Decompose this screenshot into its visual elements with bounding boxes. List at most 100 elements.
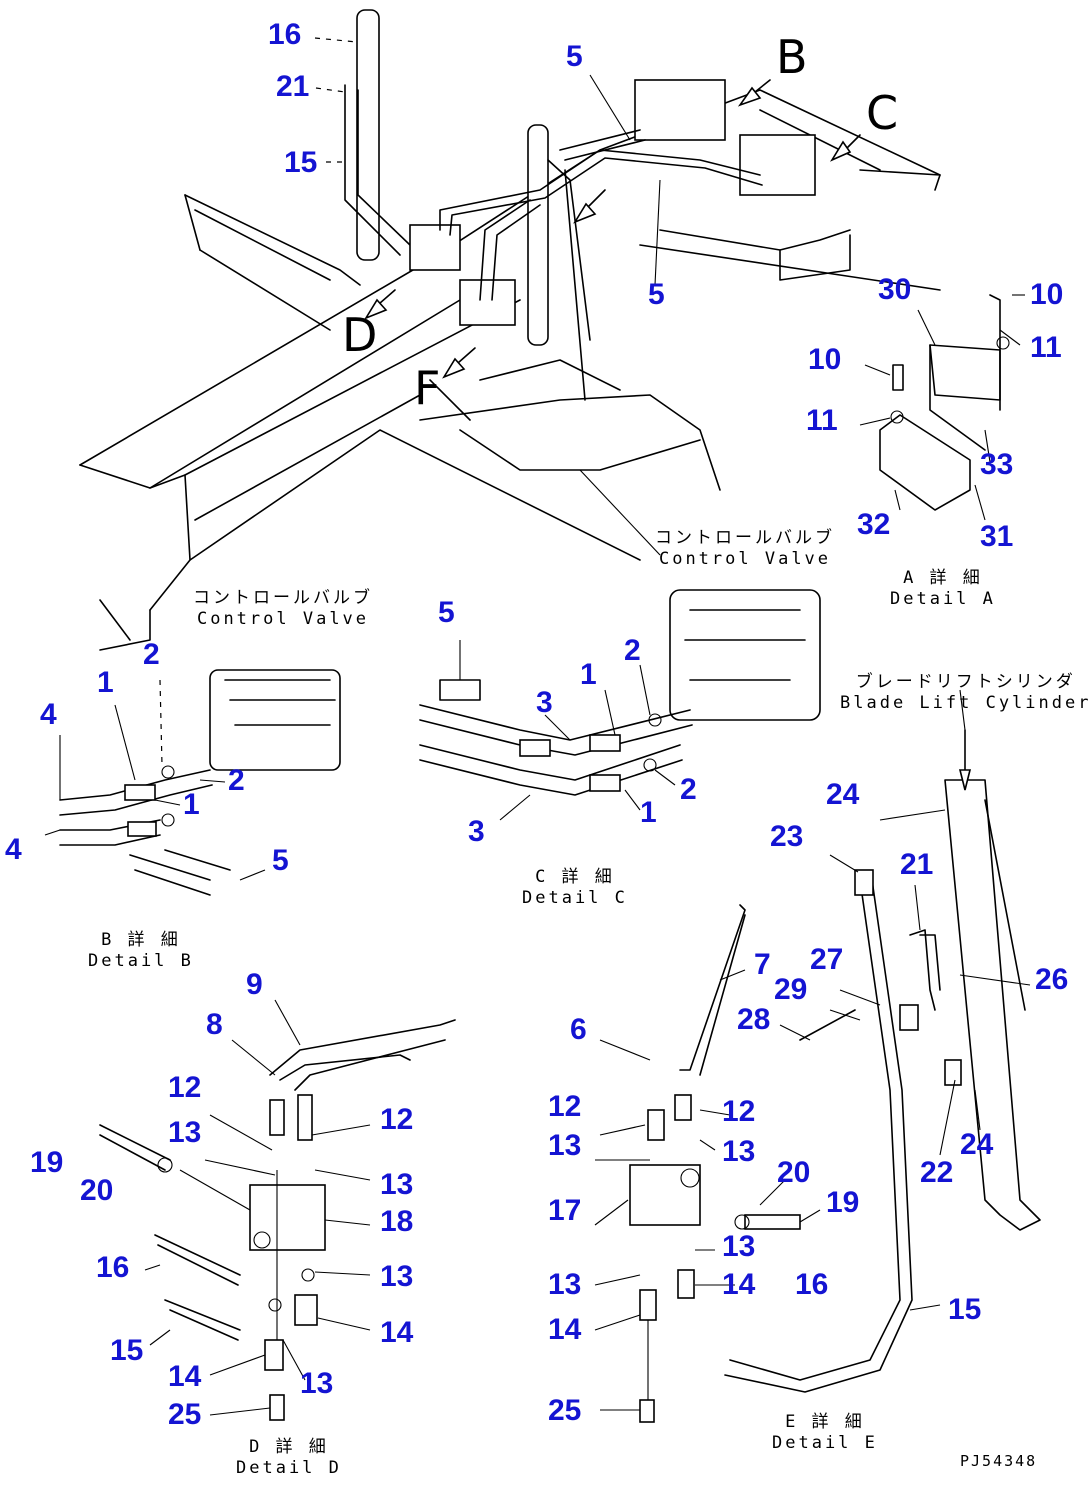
callout-5: 5: [272, 844, 289, 877]
callout-30: 30: [878, 273, 912, 306]
callout-5: 5: [438, 596, 455, 629]
callout-11: 11: [1030, 331, 1062, 364]
callout-14: 14: [548, 1313, 582, 1346]
callout-32: 32: [857, 508, 891, 541]
caption-en: Control Valve: [196, 609, 370, 630]
callout-26: 26: [1035, 963, 1069, 996]
caption-jp: B 詳 細: [101, 930, 181, 950]
caption-detail-c: C 詳 細 Detail C: [522, 867, 628, 910]
callout-2: 2: [228, 764, 245, 797]
callout-1: 1: [183, 788, 200, 821]
caption-en: Blade Lift Cylinder: [840, 693, 1090, 714]
callout-22: 22: [920, 1156, 954, 1189]
caption-en: Detail C: [522, 888, 628, 909]
callout-13: 13: [722, 1135, 756, 1168]
caption-detail-d: D 詳 細 Detail D: [236, 1437, 342, 1480]
callout-20: 20: [777, 1156, 811, 1189]
drawing-code: PJ54348: [960, 1452, 1038, 1470]
callout-13: 13: [168, 1116, 202, 1149]
callout-5: 5: [566, 40, 583, 73]
detail-a-view: [859, 294, 1025, 521]
callout-25: 25: [548, 1394, 582, 1427]
caption-control-valve-b: コントロールバルブ Control Valve: [193, 588, 373, 631]
callout-14: 14: [380, 1316, 414, 1349]
callout-2: 2: [624, 634, 641, 667]
callout-24: 24: [826, 778, 860, 811]
callout-3: 3: [536, 686, 553, 719]
view-letter-d: D: [342, 308, 378, 362]
callout-24: 24: [960, 1128, 994, 1161]
callout-28: 28: [737, 1003, 771, 1036]
caption-jp: A 詳 細: [903, 568, 983, 588]
callout-27: 27: [810, 943, 844, 976]
caption-detail-e: E 詳 細 Detail E: [772, 1412, 878, 1455]
callout-10: 10: [808, 343, 842, 376]
caption-jp: D 詳 細: [249, 1437, 329, 1457]
caption-en: Detail D: [236, 1458, 342, 1479]
callout-8: 8: [206, 1008, 223, 1041]
callout-14: 14: [722, 1268, 756, 1301]
caption-control-valve-main: コントロールバルブ Control Valve: [655, 528, 835, 571]
detail-b-view: [44, 669, 341, 896]
callout-10: 10: [1030, 278, 1064, 311]
callout-15: 15: [948, 1293, 982, 1326]
callout-7: 7: [754, 948, 771, 981]
caption-en: Detail A: [890, 589, 996, 610]
callout-33: 33: [980, 448, 1014, 481]
callout-4: 4: [40, 698, 57, 731]
callout-4: 4: [5, 833, 22, 866]
callout-15: 15: [110, 1334, 144, 1367]
caption-blade-lift-cylinder: ブレードリフトシリンダ Blade Lift Cylinder: [840, 672, 1090, 715]
callout-13: 13: [548, 1129, 582, 1162]
callout-12: 12: [168, 1071, 202, 1104]
callout-21: 21: [900, 848, 934, 881]
callout-2: 2: [143, 638, 160, 671]
caption-en: Control Valve: [658, 549, 832, 570]
callout-13: 13: [380, 1260, 414, 1293]
callout-31: 31: [980, 520, 1014, 553]
callout-17: 17: [548, 1194, 582, 1227]
callout-20: 20: [80, 1174, 114, 1207]
callout-21: 21: [276, 70, 310, 103]
caption-jp: C 詳 細: [535, 867, 615, 887]
detail-e-view: [594, 729, 1041, 1423]
caption-detail-b: B 詳 細 Detail B: [88, 930, 194, 973]
callout-1: 1: [580, 658, 597, 691]
callout-19: 19: [30, 1146, 64, 1179]
callout-12: 12: [380, 1103, 414, 1136]
callout-9: 9: [246, 968, 263, 1001]
callout-11: 11: [806, 404, 838, 437]
callout-18: 18: [380, 1205, 414, 1238]
detail-c-view: [419, 589, 821, 821]
main-assembly-view: [79, 9, 941, 651]
callout-13: 13: [548, 1268, 582, 1301]
callout-2: 2: [680, 773, 697, 806]
callout-29: 29: [774, 973, 808, 1006]
callout-3: 3: [468, 815, 485, 848]
caption-jp: E 詳 細: [785, 1412, 865, 1432]
caption-en: Detail E: [772, 1433, 878, 1454]
callout-19: 19: [826, 1186, 860, 1219]
callout-13: 13: [722, 1230, 756, 1263]
callout-16: 16: [268, 18, 302, 51]
callout-1: 1: [97, 666, 114, 699]
callout-23: 23: [770, 820, 804, 853]
callout-1: 1: [640, 796, 657, 829]
callout-5: 5: [648, 278, 665, 311]
detail-d-view: [99, 999, 456, 1421]
view-letter-b: B: [776, 30, 808, 84]
callout-16: 16: [96, 1251, 130, 1284]
caption-jp: ブレードリフトシリンダ: [855, 672, 1076, 692]
caption-detail-a: A 詳 細 Detail A: [890, 568, 996, 611]
callout-15: 15: [284, 146, 318, 179]
callout-13: 13: [300, 1367, 334, 1400]
callout-12: 12: [548, 1090, 582, 1123]
caption-en: Detail B: [88, 951, 194, 972]
caption-jp: コントロールバルブ: [193, 588, 373, 608]
view-letter-c: C: [866, 86, 899, 140]
view-letter-f: F: [414, 361, 441, 415]
callout-25: 25: [168, 1398, 202, 1431]
callout-14: 14: [168, 1360, 202, 1393]
